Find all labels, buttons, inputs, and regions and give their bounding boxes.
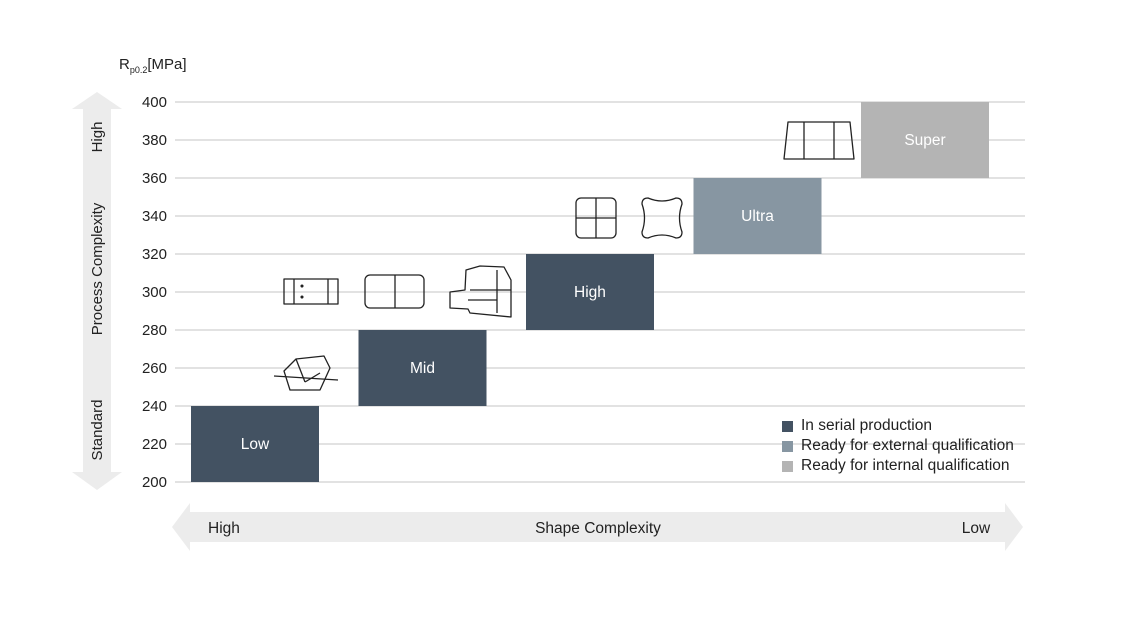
shape-complexity-left-label: High	[208, 520, 240, 537]
y-tick-label: 400	[142, 94, 167, 111]
shape-complexity-arrow	[172, 503, 1023, 551]
legend-label-serial: In serial production	[801, 417, 932, 434]
y-tick-label: 380	[142, 132, 167, 149]
process-complexity-bottom-label: Standard	[89, 400, 106, 461]
process-complexity-top-label: High	[89, 122, 106, 153]
y-tick-labels: 200 220 240 260 280 300 320 340 360 380 400	[142, 94, 167, 491]
legend-swatch-external	[782, 440, 793, 452]
y-tick-label: 240	[142, 398, 167, 415]
profile-shape-icon-5	[575, 197, 617, 239]
y-tick-label: 340	[142, 208, 167, 225]
legend-swatch-serial	[782, 420, 793, 432]
legend-item-external: Ready for external qualification	[782, 436, 1014, 456]
bar-high	[526, 254, 654, 330]
bar-label-high: High	[574, 284, 606, 301]
profile-shape-icon-6	[641, 197, 683, 239]
legend-label-external: Ready for external qualification	[801, 437, 1014, 454]
legend-label-internal: Ready for internal qualification	[801, 457, 1010, 474]
legend-item-serial: In serial production	[782, 416, 1014, 436]
profile-shape-icon-1	[273, 355, 339, 391]
bars: Low Mid High Ultra Super	[191, 102, 989, 482]
y-tick-label: 360	[142, 170, 167, 187]
process-complexity-label: Process Complexity	[89, 202, 106, 335]
y-tick-label: 260	[142, 360, 167, 377]
profile-shape-icon-7	[783, 121, 855, 160]
y-tick-label: 280	[142, 322, 167, 339]
y-tick-label: 220	[142, 436, 167, 453]
profile-shape-icon-2	[283, 278, 339, 305]
y-tick-label: 320	[142, 246, 167, 263]
process-complexity-arrow	[72, 92, 122, 490]
shape-complexity-right-label: Low	[962, 520, 991, 537]
legend-item-internal: Ready for internal qualification	[782, 456, 1014, 476]
bar-ultra	[693, 178, 822, 254]
bar-super	[861, 102, 989, 178]
legend-swatch-internal	[782, 460, 793, 472]
bar-label-mid: Mid	[410, 360, 435, 377]
shape-complexity-label: Shape Complexity	[535, 520, 661, 537]
y-axis-title-main: R	[119, 56, 130, 73]
profile-shape-icon-4	[449, 265, 512, 318]
bar-label-low: Low	[241, 436, 270, 453]
profile-shape-icon-3	[364, 274, 425, 309]
legend: In serial production Ready for external …	[782, 416, 1014, 476]
y-tick-label: 300	[142, 284, 167, 301]
bar-low	[191, 406, 319, 482]
bar-label-ultra: Ultra	[741, 208, 774, 225]
y-tick-label: 200	[142, 474, 167, 491]
bar-mid	[358, 330, 487, 406]
bar-label-super: Super	[904, 132, 945, 149]
y-axis-title-unit: [MPa]	[147, 56, 187, 73]
y-axis-title-sub: p0.2	[129, 65, 148, 75]
y-axis-title: Rp0.2[MPa]	[119, 56, 187, 75]
